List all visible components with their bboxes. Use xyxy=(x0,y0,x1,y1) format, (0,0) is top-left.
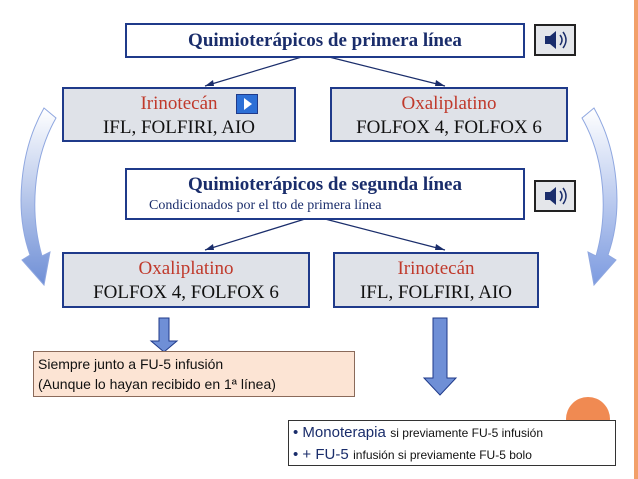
connector-1-left xyxy=(204,55,306,87)
fu5-note-box: Siempre junto a FU-5 infusión (Aunque lo… xyxy=(33,351,355,397)
first-line-right-drug: Oxaliplatino xyxy=(401,93,497,114)
speaker-icon xyxy=(545,187,567,205)
second-line-subtitle: Condicionados por el tto de primera líne… xyxy=(149,198,382,213)
bullet-item-2: • + FU-5 infusión si previamente FU-5 bo… xyxy=(293,446,532,463)
bullet-2-main: + FU-5 xyxy=(302,446,349,463)
speaker-button-2[interactable] xyxy=(534,180,576,212)
play-button[interactable] xyxy=(236,94,258,114)
second-line-title: Quimioterápicos de segunda línea xyxy=(188,174,462,195)
second-line-left-drug: Oxaliplatino xyxy=(138,258,234,279)
left-curved-arrow-icon xyxy=(20,107,57,287)
down-arrow-icon-right xyxy=(422,317,458,396)
bullet-2-rest: infusión si previamente FU-5 bolo xyxy=(353,448,532,462)
fu5-note-line2: (Aunque lo hayan recibido en 1ª línea) xyxy=(38,376,276,392)
bullet-1-rest: si previamente FU-5 infusión xyxy=(390,426,543,440)
connector-2-right xyxy=(324,218,446,251)
first-line-left-drug: Irinotecán xyxy=(140,93,218,114)
monotherapy-note-box: • Monoterapia si previamente FU-5 infusi… xyxy=(288,420,616,466)
second-line-title-box: Quimioterápicos de segunda línea Condici… xyxy=(125,168,525,220)
down-arrow-icon-left xyxy=(149,317,179,353)
second-line-oxaliplatino-box: Oxaliplatino FOLFOX 4, FOLFOX 6 xyxy=(62,252,310,308)
play-icon xyxy=(244,98,252,110)
bullet-1-main: Monoterapia xyxy=(302,424,386,441)
right-curved-arrow-icon xyxy=(581,107,618,287)
bullet-item-1: • Monoterapia si previamente FU-5 infusi… xyxy=(293,424,543,441)
connector-1-right xyxy=(324,55,446,87)
first-line-left-regimens: IFL, FOLFIRI, AIO xyxy=(102,117,255,138)
fu5-note-line1: Siempre junto a FU-5 infusión xyxy=(38,356,224,372)
second-line-right-regimens: IFL, FOLFIRI, AIO xyxy=(359,282,512,303)
first-line-right-regimens: FOLFOX 4, FOLFOX 6 xyxy=(356,117,542,138)
slide-edge-stripe xyxy=(634,0,638,479)
connector-2-left xyxy=(204,218,306,251)
second-line-left-regimens: FOLFOX 4, FOLFOX 6 xyxy=(93,282,279,303)
speaker-icon xyxy=(545,31,567,49)
first-line-oxaliplatino-box: Oxaliplatino FOLFOX 4, FOLFOX 6 xyxy=(330,87,568,142)
speaker-button-1[interactable] xyxy=(534,24,576,56)
first-line-title: Quimioterápicos de primera línea xyxy=(188,30,462,51)
second-line-irinotecan-box: Irinotecán IFL, FOLFIRI, AIO xyxy=(333,252,539,308)
second-line-right-drug: Irinotecán xyxy=(397,258,475,279)
first-line-title-box: Quimioterápicos de primera línea xyxy=(125,23,525,58)
first-line-irinotecan-box: Irinotecán IFL, FOLFIRI, AIO xyxy=(62,87,296,142)
